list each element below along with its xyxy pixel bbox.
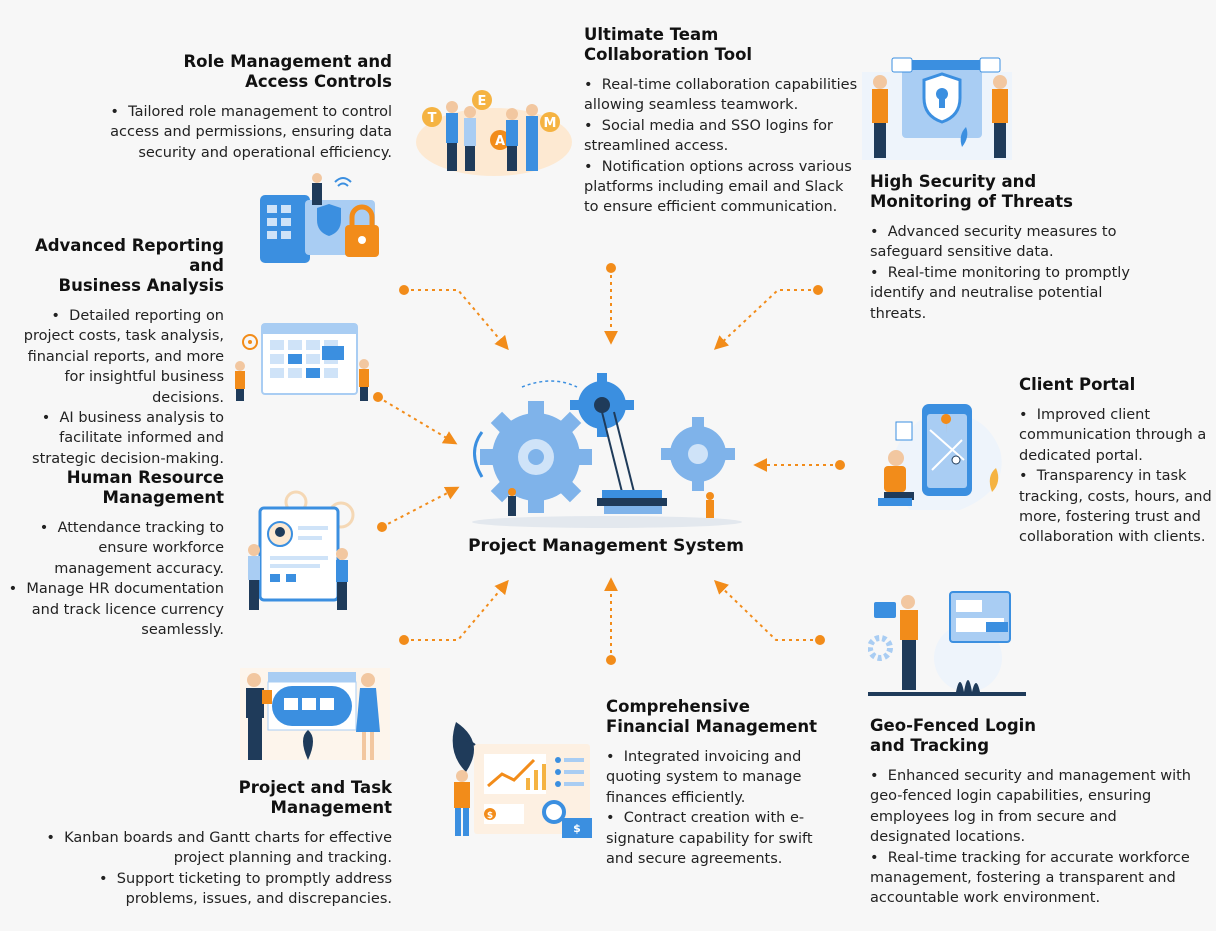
finance-illustration: $ $ [452, 722, 592, 838]
geo-fence-title: Geo-Fenced Login and Tracking [870, 716, 1037, 755]
security-bullet: Real-time monitoring to promptly identif… [870, 263, 1150, 324]
hr-bullet: Attendance tracking to ensure workforce … [5, 518, 224, 579]
coin-currency-symbol: $ [487, 811, 493, 821]
team-letter-e: E [478, 94, 487, 109]
arrow-security [713, 289, 818, 350]
reporting-bullet: Detailed reporting on project costs, tas… [5, 306, 224, 408]
geo-fence-illustration [868, 591, 1026, 696]
hr-title: Human Resource Management [66, 468, 224, 507]
project-task-illustration [240, 668, 390, 760]
bill-currency-symbol: $ [573, 822, 581, 835]
team-letter-m: M [544, 116, 557, 131]
team-illustration: T E A M [416, 90, 572, 176]
team-collaboration-block: Ultimate Team Collaboration Tool Real-ti… [584, 25, 859, 218]
arrow-role [404, 289, 509, 351]
access-control-illustration [260, 173, 379, 263]
finance-bullet: Contract creation with e-signature capab… [606, 808, 831, 869]
team-letter-t: T [428, 111, 437, 126]
team-bullet: Social media and SSO logins for streamli… [584, 116, 859, 157]
client-portal-illustration [878, 404, 1002, 510]
arrow-reporting [377, 396, 458, 445]
security-bullet: Advanced security measures to safeguard … [870, 222, 1150, 263]
project-task-block: Project and Task Management Kanban board… [40, 778, 392, 910]
team-bullet: Real-time collaboration capabilities all… [584, 75, 859, 116]
client-bullet: Transparency in task tracking, costs, ho… [1019, 466, 1214, 548]
security-block: High Security and Monitoring of Threats … [870, 172, 1150, 324]
dot-hr [377, 522, 387, 532]
project-bullet: Support ticketing to promptly address pr… [40, 869, 392, 910]
reporting-illustration [235, 323, 369, 401]
geo-bullet: Real-time tracking for accurate workforc… [870, 848, 1200, 909]
role-management-block: Role Management and Access Controls Tail… [100, 52, 392, 163]
arrow-geo [713, 580, 820, 641]
team-bullet: Notification options across various plat… [584, 157, 859, 218]
team-letter-a: A [495, 134, 505, 149]
finance-block: Comprehensive Financial Management Integ… [606, 697, 831, 869]
reporting-title: Advanced Reporting and Business Analysis [34, 236, 224, 295]
arrow-hr [381, 486, 460, 528]
client-portal-block: Client Portal Improved client communicat… [1019, 375, 1214, 548]
reporting-block: Advanced Reporting and Business Analysis… [5, 236, 224, 469]
project-bullet: Kanban boards and Gantt charts for effec… [40, 828, 392, 869]
client-portal-title: Client Portal [1019, 375, 1136, 394]
hr-illustration [248, 490, 355, 610]
dot-reporting [373, 392, 383, 402]
role-bullet: Tailored role management to control acce… [100, 102, 392, 163]
reporting-bullet: AI business analysis to facilitate infor… [5, 408, 224, 469]
center-title: Project Management System [468, 536, 744, 556]
project-task-title: Project and Task Management [238, 778, 392, 817]
dot-geo [815, 635, 825, 645]
team-collaboration-title: Ultimate Team Collaboration Tool [584, 25, 753, 64]
security-illustration [862, 57, 1012, 160]
arrow-project [404, 579, 509, 641]
dot-security [813, 285, 823, 295]
hr-block: Human Resource Management Attendance tra… [5, 468, 224, 640]
role-management-title: Role Management and Access Controls [183, 52, 392, 91]
dot-team [606, 263, 616, 273]
dot-project [399, 635, 409, 645]
dot-finance [606, 655, 616, 665]
gears-illustration [472, 373, 742, 528]
security-title: High Security and Monitoring of Threats [870, 172, 1073, 211]
dot-client [835, 460, 845, 470]
client-bullet: Improved client communication through a … [1019, 405, 1214, 466]
hr-bullet: Manage HR documentation and track licenc… [5, 579, 224, 640]
finance-title: Comprehensive Financial Management [606, 697, 817, 736]
finance-bullet: Integrated invoicing and quoting system … [606, 747, 831, 808]
dot-role [399, 285, 409, 295]
geo-fence-block: Geo-Fenced Login and Tracking Enhanced s… [870, 716, 1200, 909]
geo-bullet: Enhanced security and management with ge… [870, 766, 1200, 848]
